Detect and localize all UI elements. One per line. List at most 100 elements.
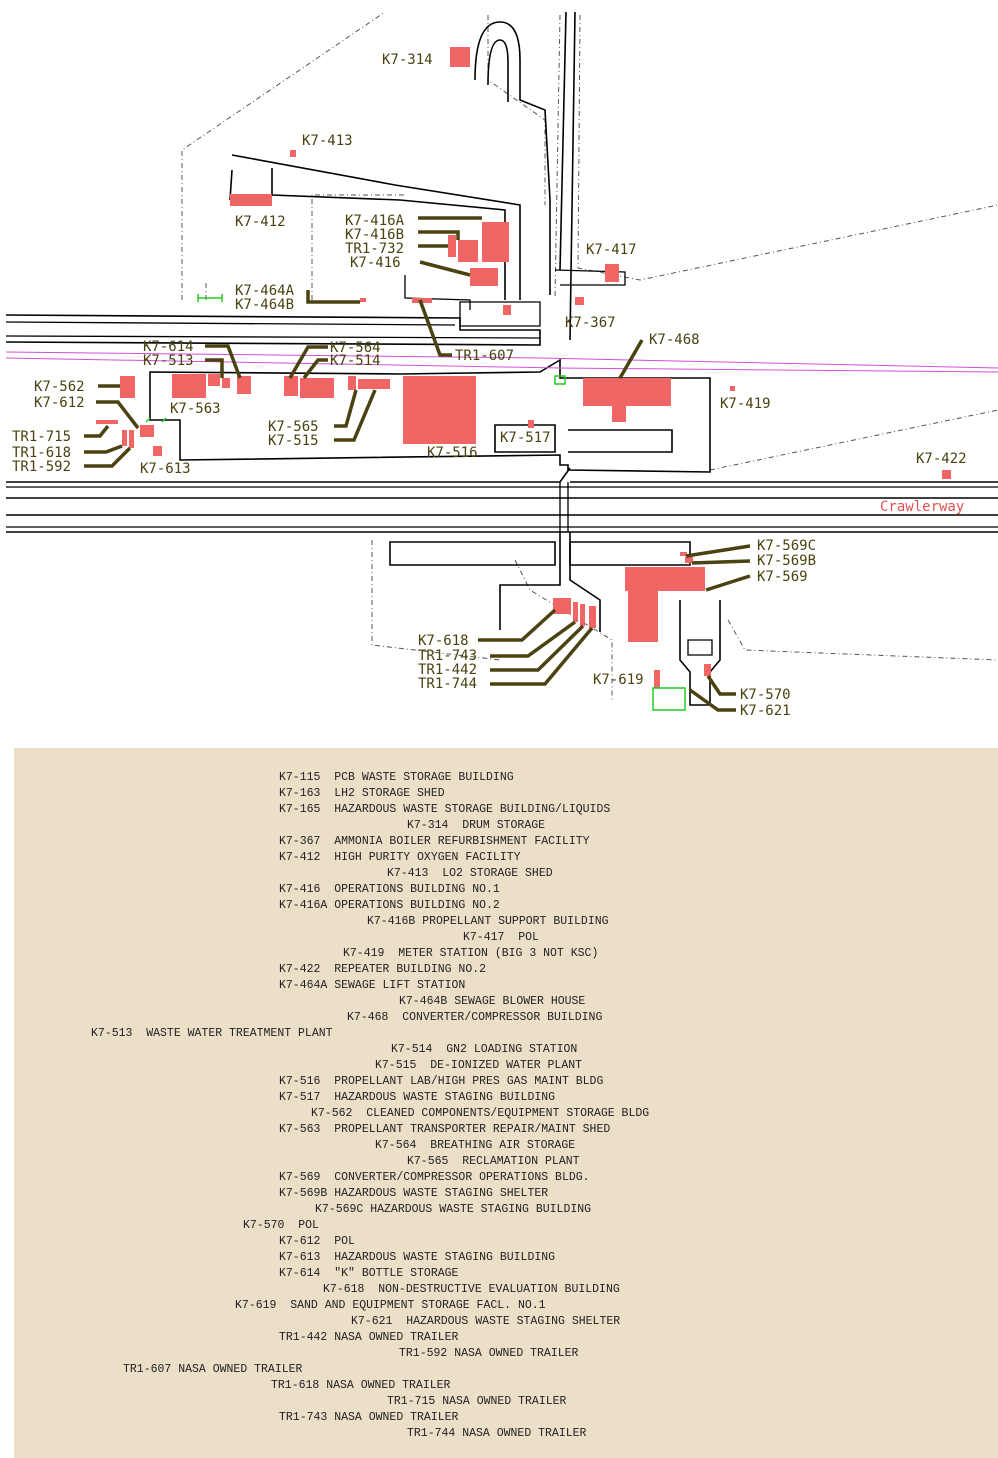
building-k7-564[interactable] <box>284 376 298 396</box>
label-k7-464b[interactable]: K7-464B <box>235 297 294 313</box>
legend-item: K7-468 CONVERTER/COMPRESSOR BUILDING <box>347 1011 603 1024</box>
building-k7-621[interactable] <box>652 687 686 711</box>
label-tr1-618[interactable]: TR1-618 <box>12 445 71 461</box>
label-k7-569c[interactable]: K7-569C <box>757 538 816 554</box>
label-k7-468[interactable]: K7-468 <box>649 332 700 348</box>
building-k7-416b[interactable] <box>458 240 478 262</box>
legend-item: K7-621 HAZARDOUS WASTE STAGING SHELTER <box>351 1315 621 1328</box>
label-tr1-715[interactable]: TR1-715 <box>12 429 71 445</box>
label-k7-613[interactable]: K7-613 <box>140 461 191 477</box>
label-tr1-732[interactable]: TR1-732 <box>345 241 404 257</box>
label-k7-515[interactable]: K7-515 <box>268 433 319 449</box>
building-k7-569[interactable] <box>625 567 705 591</box>
label-k7-618[interactable]: K7-618 <box>418 633 469 649</box>
label-k7-562[interactable]: K7-562 <box>34 379 85 395</box>
building-tr1-715[interactable] <box>96 420 118 424</box>
legend-item: K7-163 LH2 STORAGE SHED <box>279 787 445 800</box>
label-k7-513[interactable]: K7-513 <box>143 353 194 369</box>
label-k7-612[interactable]: K7-612 <box>34 395 85 411</box>
building-k7-412[interactable] <box>230 194 272 206</box>
building-k7-515[interactable] <box>358 379 390 389</box>
building-k7-314[interactable] <box>450 47 470 67</box>
label-k7-517[interactable]: K7-517 <box>500 430 551 446</box>
label-k7-516[interactable]: K7-516 <box>427 445 478 461</box>
legend-item: K7-413 LO2 STORAGE SHED <box>387 867 553 880</box>
building-k7-419[interactable] <box>730 386 735 391</box>
building-tr1-618[interactable] <box>122 430 127 446</box>
legend-item: K7-514 GN2 LOADING STATION <box>391 1043 578 1056</box>
building-k7-569b[interactable] <box>685 557 693 563</box>
label-k7-569b[interactable]: K7-569B <box>757 553 816 569</box>
label-k7-413[interactable]: K7-413 <box>302 133 353 149</box>
facility-map: K7-314 K7-413 K7-412 K7-416A K7-416B TR1… <box>5 11 998 719</box>
building-tr1-592[interactable] <box>129 430 134 448</box>
label-k7-419[interactable]: K7-419 <box>720 396 771 412</box>
legend-item: K7-416 OPERATIONS BUILDING NO.1 <box>279 883 500 896</box>
building-k7-565[interactable] <box>348 376 356 390</box>
label-tr1-607[interactable]: TR1-607 <box>455 348 514 364</box>
label-k7-570[interactable]: K7-570 <box>740 687 791 703</box>
legend-item: K7-417 POL <box>463 931 539 944</box>
building-tr1-744[interactable] <box>589 606 596 628</box>
label-k7-422[interactable]: K7-422 <box>916 451 967 467</box>
green-markers <box>145 294 686 711</box>
label-k7-564[interactable]: K7-564 <box>330 340 381 356</box>
railroad <box>5 351 998 373</box>
label-k7-514[interactable]: K7-514 <box>330 353 381 369</box>
road-label-crawlerway: Crawlerway <box>880 499 964 515</box>
building-k7-562[interactable] <box>120 376 135 398</box>
label-k7-367[interactable]: K7-367 <box>565 315 616 331</box>
building-k7-618[interactable] <box>553 598 571 614</box>
building-k7-569c[interactable] <box>680 552 687 556</box>
legend-item: K7-564 BREATHING AIR STORAGE <box>375 1139 576 1152</box>
building-k7-516[interactable] <box>403 376 476 444</box>
building-k7-416[interactable] <box>470 268 498 286</box>
label-k7-621[interactable]: K7-621 <box>740 703 791 719</box>
label-k7-565[interactable]: K7-565 <box>268 419 319 435</box>
building-k7-513[interactable] <box>172 374 206 398</box>
building-k7-613[interactable] <box>153 446 162 456</box>
legend-item: K7-565 RECLAMATION PLANT <box>407 1155 580 1168</box>
building-k7-517[interactable] <box>528 420 534 428</box>
building-k7-416a[interactable] <box>482 222 509 262</box>
label-tr1-743[interactable]: TR1-743 <box>418 648 477 664</box>
label-tr1-442[interactable]: TR1-442 <box>418 662 477 678</box>
building-tr1-732[interactable] <box>448 235 456 257</box>
label-k7-464a[interactable]: K7-464A <box>235 283 295 299</box>
building-k7-514[interactable] <box>300 378 334 398</box>
label-tr1-744[interactable]: TR1-744 <box>418 676 477 692</box>
label-k7-417[interactable]: K7-417 <box>586 242 637 258</box>
label-k7-416b[interactable]: K7-416B <box>345 227 404 243</box>
legend-item: TR1-592 NASA OWNED TRAILER <box>399 1347 579 1360</box>
label-k7-563[interactable]: K7-563 <box>170 401 221 417</box>
label-k7-416a[interactable]: K7-416A <box>345 213 405 229</box>
building-k7-417[interactable] <box>605 264 619 282</box>
legend-item: K7-569C HAZARDOUS WASTE STAGING BUILDING <box>315 1203 592 1216</box>
building-k7-614[interactable] <box>222 378 230 388</box>
legend-item: K7-612 POL <box>279 1235 355 1248</box>
legend-item: TR1-715 NASA OWNED TRAILER <box>387 1395 567 1408</box>
label-tr1-592[interactable]: TR1-592 <box>12 459 71 475</box>
building-k7-367[interactable] <box>575 297 584 305</box>
legend-item: K7-513 WASTE WATER TREATMENT PLANT <box>91 1027 333 1040</box>
label-k7-416[interactable]: K7-416 <box>350 255 401 271</box>
building-k7-413[interactable] <box>290 150 296 157</box>
label-k7-314[interactable]: K7-314 <box>382 52 433 68</box>
building-k7-422[interactable] <box>942 470 951 479</box>
building-tr1-442[interactable] <box>580 604 585 626</box>
label-k7-619[interactable]: K7-619 <box>593 672 644 688</box>
building-k7-468[interactable] <box>583 378 671 406</box>
legend-item: TR1-607 NASA OWNED TRAILER <box>123 1363 303 1376</box>
building-k7-612[interactable] <box>140 425 154 437</box>
legend-item: K7-613 HAZARDOUS WASTE STAGING BUILDING <box>279 1251 556 1264</box>
legend-item: K7-570 POL <box>243 1219 319 1232</box>
building-k7-619[interactable] <box>654 670 660 688</box>
legend-item: K7-314 DRUM STORAGE <box>407 819 546 832</box>
building-tr1-743[interactable] <box>573 602 578 622</box>
building-k7-464b[interactable] <box>360 298 366 302</box>
building-k7-570[interactable] <box>704 664 711 676</box>
label-k7-412[interactable]: K7-412 <box>235 214 286 230</box>
label-k7-614[interactable]: K7-614 <box>143 339 194 355</box>
label-k7-569[interactable]: K7-569 <box>757 569 808 585</box>
legend-item: TR1-618 NASA OWNED TRAILER <box>271 1379 451 1392</box>
